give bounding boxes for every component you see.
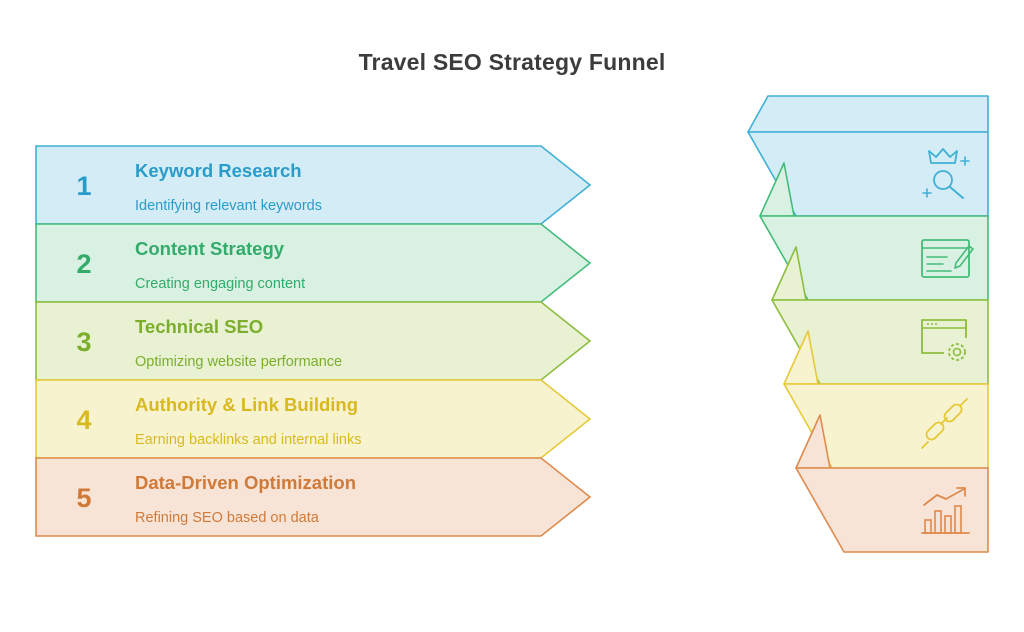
step-3: 3 Technical SEO Optimizing website perform… bbox=[35, 301, 592, 381]
growth-chart-icon bbox=[921, 487, 970, 534]
diagram-title: Travel SEO Strategy Funnel bbox=[358, 49, 666, 75]
step-arrow-shape bbox=[35, 301, 592, 381]
step-title: Authority & Link Building bbox=[135, 394, 358, 415]
funnel-level-5 bbox=[795, 414, 989, 553]
browser-gear-icon bbox=[921, 319, 967, 361]
funnel-band bbox=[795, 467, 989, 553]
step-arrow-shape bbox=[35, 379, 592, 459]
step-description: Earning backlinks and internal links bbox=[135, 432, 362, 448]
crown-search-icon bbox=[922, 148, 970, 199]
step-number: 3 bbox=[76, 327, 91, 357]
step-description: Identifying relevant keywords bbox=[135, 198, 322, 214]
step-number: 5 bbox=[76, 483, 91, 513]
content-edit-icon bbox=[921, 239, 974, 278]
funnel-level-1 bbox=[747, 95, 989, 217]
funnel-top-face bbox=[747, 95, 989, 133]
step-description: Refining SEO based on data bbox=[135, 510, 320, 526]
step-description: Optimizing website performance bbox=[135, 354, 342, 370]
chain-link-icon bbox=[921, 398, 968, 449]
step-number: 2 bbox=[76, 249, 91, 279]
step-description: Creating engaging content bbox=[135, 276, 305, 292]
step-arrow-shape bbox=[35, 457, 592, 537]
step-title: Keyword Research bbox=[135, 160, 302, 181]
step-number: 4 bbox=[76, 405, 91, 435]
step-arrow-shape bbox=[35, 145, 592, 225]
step-title: Data-Driven Optimization bbox=[135, 472, 356, 493]
step-title: Technical SEO bbox=[135, 316, 263, 337]
step-number: 1 bbox=[76, 171, 91, 201]
step-title: Content Strategy bbox=[135, 238, 285, 259]
step-arrow-shape bbox=[35, 223, 592, 303]
funnel-level-2 bbox=[759, 162, 989, 301]
funnel-stack bbox=[747, 95, 989, 553]
